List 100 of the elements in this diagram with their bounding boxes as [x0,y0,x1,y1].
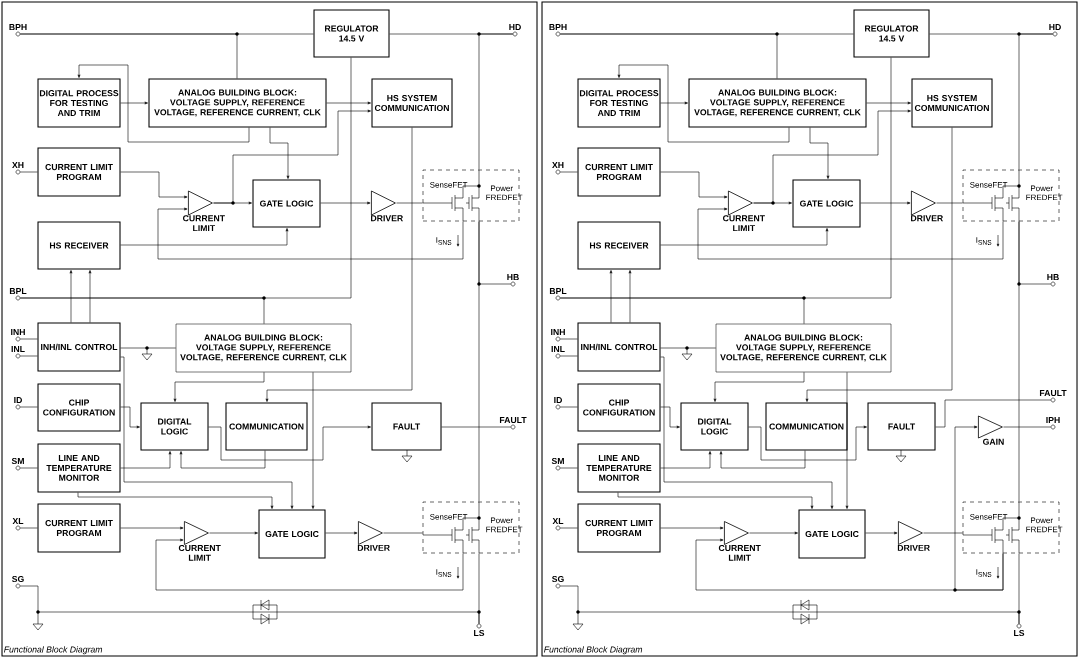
node-label: LS [1014,629,1025,637]
signal-arrow [157,207,464,260]
function-block: HS RECEIVER [577,221,661,270]
function-block: DIGITAL PROCESS FOR TESTING AND TRIM [37,78,121,128]
signal-arrow [311,371,315,509]
function-block: HS SYSTEM COMMUNICATION [371,78,453,128]
function-block: HS SYSTEM COMMUNICATION [911,78,993,128]
function-block: COMMUNICATION [225,402,308,451]
signal-arrow [69,270,73,323]
transistor-box: SenseFET Power FREDFET [422,169,523,222]
function-block: FAULT [371,402,442,451]
connection-line [560,171,578,173]
connection-line [560,527,578,529]
node-label: CURRENT LIMIT [718,544,761,561]
function-block: ANALOG BUILDING BLOCK: VOLTAGE SUPPLY, REFERENCE VOLTAGE, REFERENCE CURRENT, CLK [688,78,867,128]
pin-terminal: SG [552,575,564,589]
signal-arrow [120,526,184,530]
pin-terminal: HB [1047,274,1059,287]
signal-arrow [120,356,294,509]
signal-arrow [120,171,188,199]
transistor-box: SenseFET Power FREDFET [962,169,1063,222]
signal-arrow [753,201,792,205]
amplifier-triangle: CURRENT LIMIT [718,521,761,561]
signal-arrow [660,356,834,509]
connection-line [20,171,38,173]
amplifier-triangle: DRIVER [897,521,930,551]
node-label: XH [12,162,24,169]
signal-arrow [713,371,805,402]
node-label: SG [12,575,24,583]
current-label: I$_{SNS}$ [436,237,452,245]
amplifier-triangle: CURRENT LIMIT [723,190,765,232]
function-block: DIGITAL LOGIC [680,402,749,451]
signal-arrow [866,101,911,105]
signal-arrow [860,201,911,205]
node-label: SM [11,457,24,465]
signal-arrow [213,201,252,205]
function-block: ANALOG BUILDING BLOCK: VOLTAGE SUPPLY, REFERENCE VOLTAGE, REFERENCE CURRENT, CLK [148,78,327,128]
connection-line [560,467,578,469]
function-block: DIGITAL PROCESS FOR TESTING AND TRIM [577,78,661,128]
node-label: CURRENT LIMIT [183,215,225,232]
node-label: XL [12,518,24,525]
node-label: HD [509,24,521,31]
signal-arrow [77,492,274,509]
node-label: FAULT [1039,390,1067,397]
connection-line [560,406,578,408]
pin-terminal: BPH [9,24,27,37]
node-label: CURRENT LIMIT [723,215,765,232]
connection-line [20,297,265,325]
signal-arrow [265,127,413,402]
pin-terminal: FAULT [1039,390,1067,403]
signal-arrow [748,425,867,461]
signal-arrow [88,270,92,323]
signal-arrow [660,171,728,199]
node-label: BPL [9,288,27,295]
pin-terminal: SM [551,457,564,471]
connection-line [560,297,805,325]
node-label: INH [11,329,25,336]
function-block: REGULATOR 14.5 V [853,9,930,58]
node-label: BPH [549,24,567,31]
pin-terminal: ID [14,397,22,410]
node-label: CURRENT LIMIT [178,544,221,561]
node-label: SM [551,457,564,465]
node-label: XH [552,162,564,169]
function-block: CURRENT LIMIT PROGRAM [577,503,661,553]
current-label: I$_{SNS}$ [976,237,992,245]
amplifier-triangle: CURRENT LIMIT [183,190,225,232]
connection-line [20,33,238,79]
signal-arrow [120,451,172,469]
connection-line [936,202,963,204]
function-block: REGULATOR 14.5 V [313,9,390,58]
pin-terminal: LS [1014,623,1025,637]
signal-arrow [209,531,258,535]
amplifier-triangle: DRIVER [911,190,943,222]
signal-arrow [865,531,898,535]
function-block: CHIP CONFIGURATION [577,383,661,432]
connection-line [478,33,513,170]
signal-arrow [954,425,1004,591]
function-block: DIGITAL LOGIC [140,402,209,451]
function-block: CURRENT LIMIT PROGRAM [37,503,121,553]
signal-arrow [660,406,680,429]
function-block: CURRENT LIMIT PROGRAM [37,147,121,197]
pin-terminal: BPH [549,24,567,37]
amplifier-triangle: CURRENT LIMIT [178,521,221,561]
node-label: LS [474,629,485,637]
pin-terminal: LS [474,623,485,637]
connection-line [20,355,38,357]
node-label: DRIVER [371,215,403,222]
current-label: I$_{SNS}$ [976,569,992,577]
pin-terminal: XH [552,162,564,175]
signal-arrow [617,492,814,509]
signal-arrow [120,228,289,246]
connection-line [923,532,963,534]
connection-line [20,585,480,624]
node-label: INH [551,329,565,336]
pin-terminal: XL [552,518,564,531]
signal-arrow [325,531,358,535]
connection-line [478,221,511,285]
connection-line [120,347,177,349]
signal-arrow [617,64,790,143]
signal-arrow [120,101,148,105]
